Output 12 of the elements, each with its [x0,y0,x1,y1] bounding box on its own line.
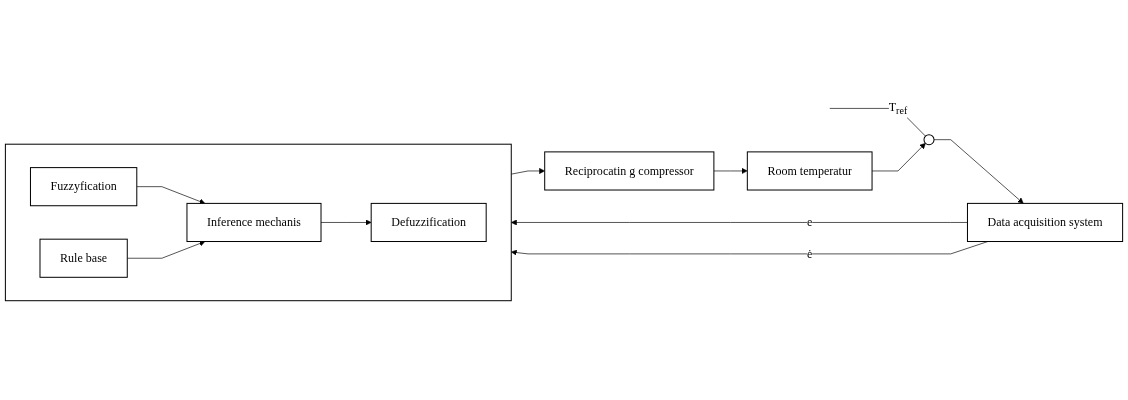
cluster [4,144,512,302]
node-box: Rule base [39,239,128,279]
node-box: Defuzzification [370,203,487,243]
edge-label: T$_{ref}$ [888,100,908,117]
node-circle [923,134,935,146]
edge-label: ė [807,247,813,261]
node-box: Inference mechanis [186,203,322,243]
node-box: Fuzzyfication [29,167,138,207]
edge-label: e [807,215,813,230]
node-box: Reciprocatin g compressor [544,151,715,191]
node-box: Data acquisition system [966,203,1124,243]
node-box: Room temperatur [746,151,873,191]
